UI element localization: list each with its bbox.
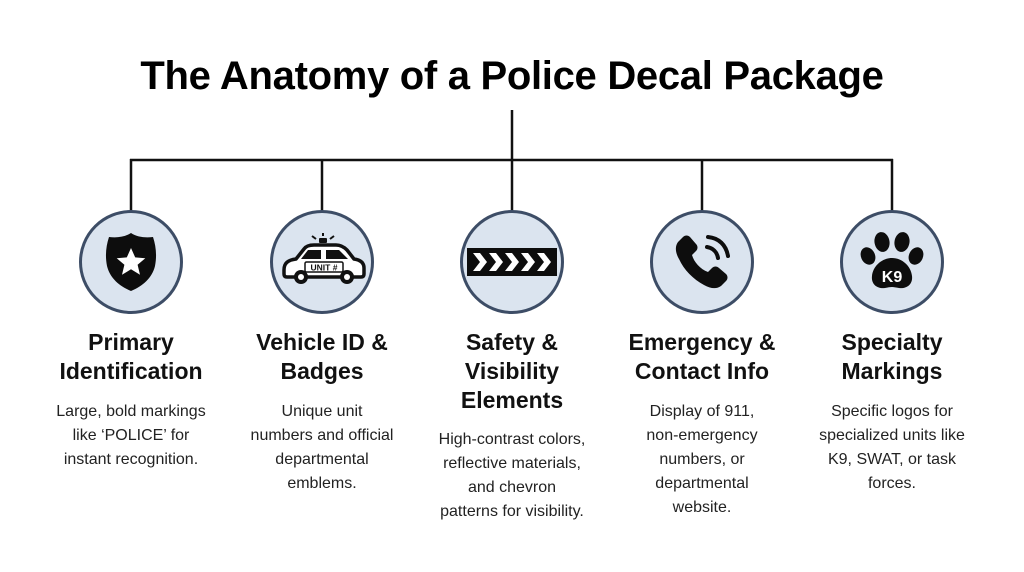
desc-line: departmental [655, 475, 749, 492]
desc-line: K9, SWAT, or task [827, 451, 957, 468]
desc-line: like ‘POLICE’ for [72, 427, 190, 444]
icon-circle [79, 210, 183, 314]
desc-line: numbers, or [659, 451, 745, 468]
desc-line: non-emergency [646, 427, 758, 444]
item-description: Specific logos for specialized units lik… [782, 400, 1002, 496]
desc-line: Display of 911, [649, 403, 755, 420]
k9-label: K9 [882, 269, 903, 286]
icon-circle: K9 [840, 210, 944, 314]
title-line: Identification [59, 358, 203, 384]
page-title: The Anatomy of a Police Decal Package [140, 54, 884, 98]
desc-line: patterns for visibility. [440, 503, 584, 520]
desc-line: emblems. [287, 475, 357, 492]
item-title: Safety & Visibility Elements [412, 328, 612, 415]
desc-line: Large, bold markings [56, 403, 206, 420]
item-description: High-contrast colors, reflective materia… [402, 428, 622, 524]
police-car-icon: UNIT # [282, 233, 366, 284]
desc-line: instant recognition. [63, 451, 199, 468]
desc-line: Specific logos for [831, 403, 953, 420]
desc-line: reflective materials, [443, 455, 581, 472]
title-line: Safety & [465, 329, 559, 355]
item-title: Primary Identification [31, 328, 231, 386]
title-line: Contact Info [634, 358, 770, 384]
icon-circle: UNIT # [270, 210, 374, 314]
desc-line: departmental [275, 451, 369, 468]
title-line: Visibility [464, 358, 560, 384]
desc-line: numbers and official [250, 427, 394, 444]
title-line: Markings [841, 358, 943, 384]
k9-paw-icon: K9 [860, 232, 924, 289]
desc-line: and chevron [467, 479, 557, 496]
title-line: Vehicle ID & [256, 329, 388, 355]
title-line: Badges [280, 358, 364, 384]
desc-line: forces. [867, 475, 916, 492]
item-description: Large, bold markings like ‘POLICE’ for i… [21, 400, 241, 472]
desc-line: High-contrast colors, [438, 431, 586, 448]
unit-number-label: UNIT # [311, 263, 338, 273]
title-line: Emergency & [628, 329, 776, 355]
item-description: Unique unit numbers and official departm… [212, 400, 432, 496]
icon-circle [460, 210, 564, 314]
desc-line: website. [672, 499, 732, 516]
desc-line: specialized units like [819, 427, 965, 444]
title-line: Specialty [841, 329, 943, 355]
chevron-stripe-icon [467, 248, 557, 276]
item-title: Vehicle ID & Badges [222, 328, 422, 386]
desc-line: Unique unit [281, 403, 363, 420]
item-description: Display of 911, non-emergency numbers, o… [592, 400, 812, 520]
item-title: Emergency & Contact Info [602, 328, 802, 386]
police-badge-icon [105, 233, 157, 291]
title-line: Elements [460, 387, 564, 413]
item-title: Specialty Markings [792, 328, 992, 386]
phone-icon [675, 235, 730, 289]
title-line: Primary [88, 329, 174, 355]
icon-circle [650, 210, 754, 314]
